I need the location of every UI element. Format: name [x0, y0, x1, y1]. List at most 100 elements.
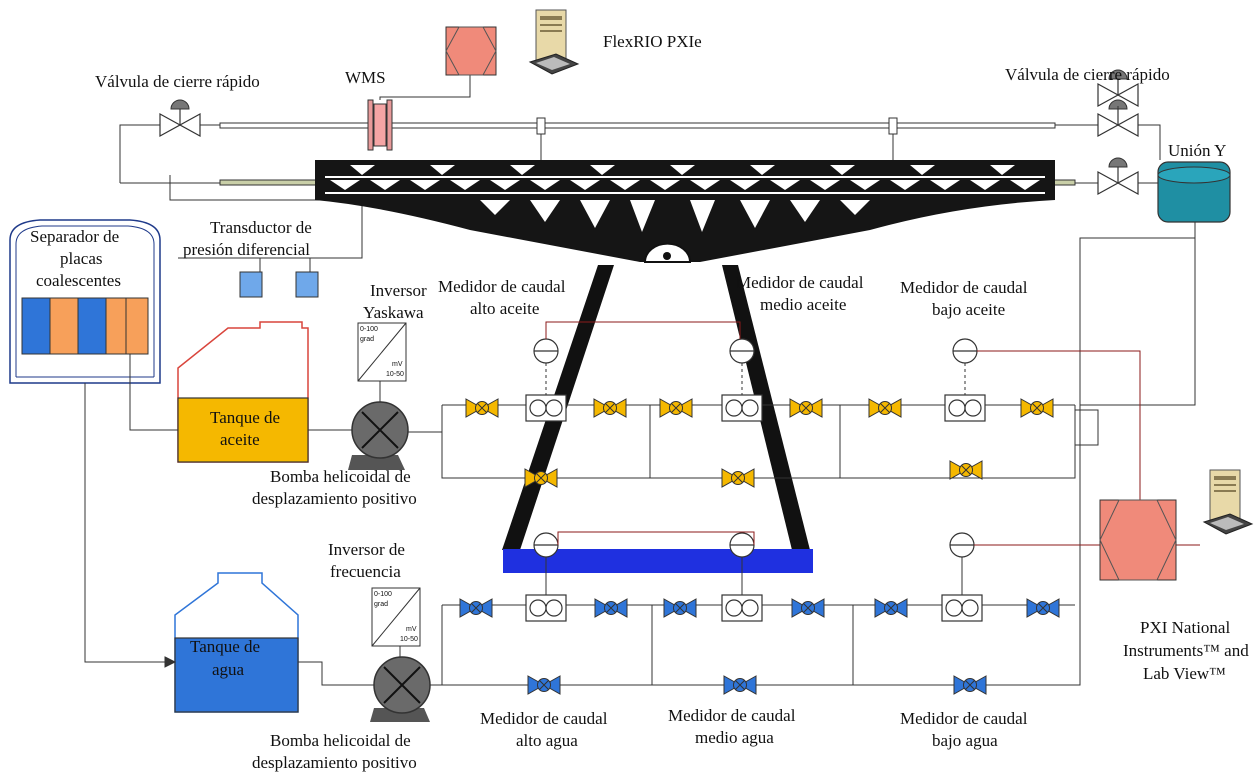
inverter-freq-label-1: Inversor de — [328, 540, 405, 559]
ball-valve-icon — [593, 398, 627, 418]
computer-icon — [529, 9, 579, 75]
pxi-label-2: Instruments™ and — [1123, 641, 1249, 660]
pump-oil-label-1: Bomba helicoidal de — [270, 467, 411, 486]
pressure-gauge-icon — [239, 271, 319, 298]
flow-meter-icon — [721, 594, 763, 622]
separator-label-2: placas — [60, 249, 102, 268]
ball-valve-icon — [663, 598, 697, 618]
inverter-display-scale: 10-50 — [400, 636, 418, 643]
separator-label-3: coalescentes — [36, 271, 121, 290]
flexrio-label: FlexRIO PXIe — [603, 32, 702, 51]
pipe-supports — [536, 117, 898, 162]
ball-valve-icon — [953, 675, 987, 695]
inverter-display-unit: grad — [360, 336, 374, 343]
wms-sensor — [367, 75, 471, 151]
ball-valve-icon — [659, 398, 693, 418]
dp-transducer-label-1: Transductor de — [210, 218, 312, 237]
ball-valve-icon — [789, 398, 823, 418]
inverter-yaskawa-label-2: Yaskawa — [363, 303, 424, 322]
gate-valve-icon — [159, 99, 201, 137]
dp-transducer-label-2: presión diferencial — [183, 240, 310, 259]
inverter-display-range: 0-100 — [374, 591, 392, 598]
separator-label-1: Separador de — [30, 227, 119, 246]
pump-icon — [348, 401, 409, 470]
oil-tank — [177, 321, 309, 463]
gate-valve-icon — [1097, 157, 1139, 195]
inverter-display-mv: mV — [392, 361, 403, 368]
water-tank-label-1: Tanque de — [190, 637, 260, 656]
ball-valve-icon — [459, 598, 493, 618]
flow-mid-water-label-1: Medidor de caudal — [668, 706, 796, 725]
flow-meter-icon — [525, 594, 567, 622]
flow-meter-icon — [525, 394, 567, 422]
ball-valve-icon — [721, 468, 755, 488]
flow-meter-icon — [941, 594, 983, 622]
flow-meter-icon — [944, 394, 986, 422]
coalescing-plate-separator — [9, 219, 161, 384]
flow-high-oil-label-1: Medidor de caudal — [438, 277, 566, 296]
inverter-yaskawa-label-1: Inversor — [370, 281, 427, 300]
gate-valve-icon — [1097, 99, 1139, 137]
valve-left-label: Válvula de cierre rápido — [95, 72, 260, 91]
flow-low-oil-label-2: bajo aceite — [932, 300, 1005, 319]
ball-valve-icon — [594, 598, 628, 618]
inverter-freq-label-2: frecuencia — [330, 562, 401, 581]
signal-wiring — [545, 321, 1200, 546]
inverter-display-mv: mV — [406, 626, 417, 633]
computer-icon — [1203, 469, 1253, 535]
flow-transmitter-icon — [729, 532, 755, 558]
ball-valve-icon — [723, 675, 757, 695]
flow-high-water-label-1: Medidor de caudal — [480, 709, 608, 728]
flow-mid-oil-label-1: Medidor de caudal — [736, 273, 864, 292]
flow-transmitter-icon — [952, 338, 978, 364]
pump-icon — [370, 656, 431, 722]
ball-valve-icon — [465, 398, 499, 418]
inverter-display-unit: grad — [374, 601, 388, 608]
wms-label: WMS — [345, 68, 386, 87]
separator-outlet-pipes — [84, 354, 378, 686]
pxi-module — [1099, 499, 1177, 581]
flow-transmitter-icon — [533, 532, 559, 558]
valve-right-label: Válvula de cierre rápido — [1005, 65, 1170, 84]
pump-oil-label-2: desplazamiento positivo — [252, 489, 417, 508]
union-y — [1157, 161, 1231, 223]
flow-transmitter-icon — [533, 338, 559, 364]
ball-valve-icon — [1026, 598, 1060, 618]
oil-tank-label-1: Tanque de — [210, 408, 280, 427]
flexrio-module — [445, 26, 497, 76]
oil-tank-label-2: aceite — [220, 430, 260, 449]
inverter-icon: 0-100 grad mV 10-50 — [357, 322, 407, 402]
ball-valve-icon — [791, 598, 825, 618]
flow-low-oil-label-1: Medidor de caudal — [900, 278, 1028, 297]
water-tank-label-2: agua — [212, 660, 245, 679]
flow-high-oil-label-2: alto aceite — [470, 299, 539, 318]
union-y-label: Unión Y — [1168, 141, 1226, 160]
flow-low-water-label-1: Medidor de caudal — [900, 709, 1028, 728]
inverter-display-scale: 10-50 — [386, 371, 404, 378]
ball-valve-icon — [1020, 398, 1054, 418]
oil-flow-meters — [525, 338, 986, 422]
ball-valve-icon — [949, 460, 983, 480]
pipe-network-top — [119, 124, 1196, 686]
flow-transmitter-icon — [729, 338, 755, 364]
flow-low-water-label-2: bajo agua — [932, 731, 998, 750]
ball-valve-icon — [868, 398, 902, 418]
ball-valve-icon — [874, 598, 908, 618]
water-tank — [174, 572, 299, 713]
inclinable-truss — [315, 160, 1055, 573]
water-flow-meters — [525, 532, 983, 622]
flow-high-water-label-2: alto agua — [516, 731, 578, 750]
inverter-display-range: 0-100 — [360, 326, 378, 333]
flow-transmitter-icon — [949, 532, 975, 558]
pxi-label-3: Lab View™ — [1143, 664, 1226, 683]
flow-mid-water-label-2: medio agua — [695, 728, 774, 747]
flow-meter-icon — [721, 394, 763, 422]
inverter-icon: 0-100 grad mV 10-50 — [371, 587, 421, 657]
flow-mid-oil-label-2: medio aceite — [760, 295, 846, 314]
ball-valve-icon — [527, 675, 561, 695]
pump-water-label-2: desplazamiento positivo — [252, 753, 417, 772]
pump-water-label-1: Bomba helicoidal de — [270, 731, 411, 750]
ball-valve-icon — [524, 468, 558, 488]
